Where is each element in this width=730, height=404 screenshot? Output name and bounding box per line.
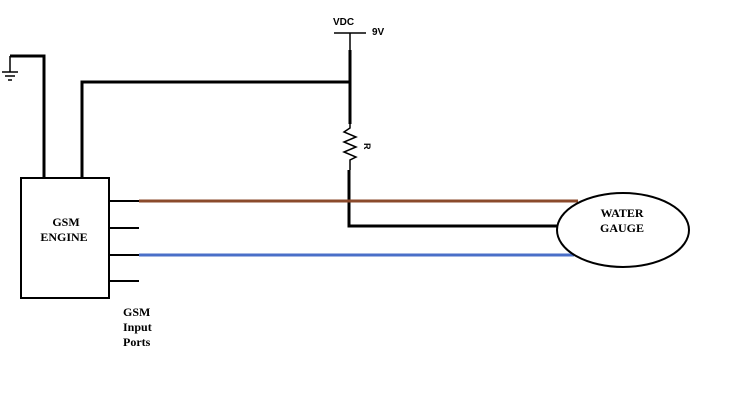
gsm-engine-box bbox=[20, 177, 110, 299]
resistor-to-gauge-wire bbox=[347, 170, 557, 228]
ground-symbol bbox=[2, 56, 18, 81]
ports-label-line2: Input bbox=[123, 320, 152, 334]
water-gauge-label-line2: GAUGE bbox=[600, 221, 644, 235]
water-gauge-label-line1: WATER bbox=[600, 206, 643, 220]
engine-power-wire bbox=[80, 80, 350, 178]
water-gauge bbox=[556, 192, 690, 268]
gsm-engine-label-line1: GSM bbox=[52, 215, 79, 229]
resistor-symbol bbox=[342, 124, 358, 170]
gsm-input-ports bbox=[109, 200, 139, 282]
gsm-engine-label-line2: ENGINE bbox=[40, 230, 87, 244]
vdc-terminal bbox=[334, 32, 366, 124]
voltage-label: 9V bbox=[372, 27, 385, 38]
ports-label-line1: GSM bbox=[123, 305, 150, 319]
vdc-label: VDC bbox=[333, 17, 354, 28]
resistor-label: R bbox=[362, 143, 372, 150]
ground-wire bbox=[10, 54, 46, 178]
ports-label-line3: Ports bbox=[123, 335, 151, 349]
